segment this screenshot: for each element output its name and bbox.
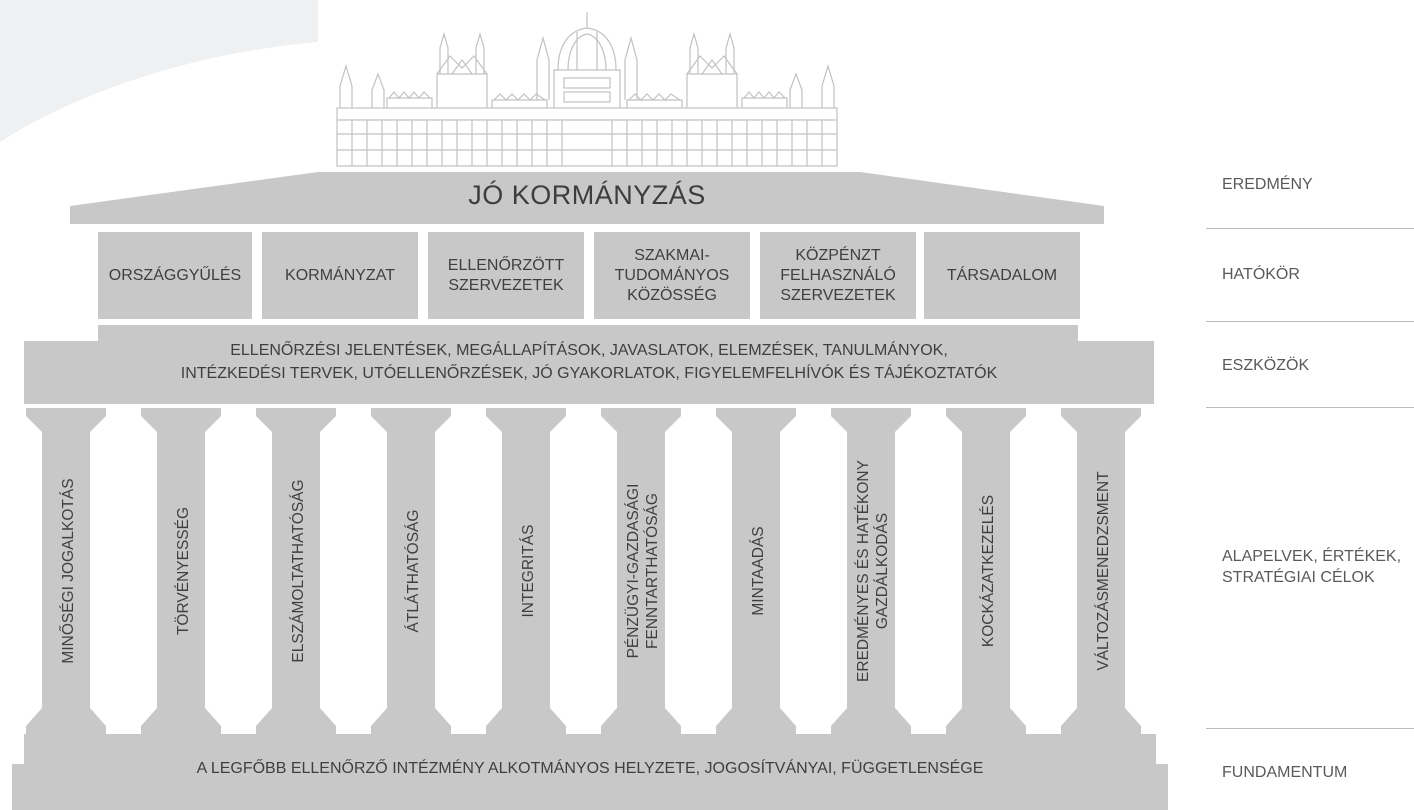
background-swoosh [0,0,318,142]
pillar-label-transparency: ÁTLÁTHATÓSÁG [404,509,422,633]
tools-band [24,325,1154,404]
pillar-label-quality-legislation: MINŐSÉGI JOGALKOTÁS [59,478,77,664]
foundation-text: A LEGFŐBB ELLENŐRZŐ INTÉZMÉNY ALKOTMÁNYO… [196,760,984,777]
pillar-shape [26,408,106,734]
parliament-building-illustration [336,12,838,167]
tools-text-line-1: ELLENŐRZÉSI JELENTÉSEK, MEGÁLLAPÍTÁSOK, … [230,342,948,359]
pillar-shape [141,408,221,734]
scope-box-scientific-community: SZAKMAI- TUDOMÁNYOS KÖZÖSSÉG [594,232,750,319]
scope-box-government: KORMÁNYZAT [262,232,418,319]
foundation-block [12,734,1168,810]
pillar-label-integrity: INTEGRITÁS [519,524,537,618]
pillar-shape [256,408,336,734]
tools-text: ELLENŐRZÉSI JELENTÉSEK, MEGÁLLAPÍTÁSOK, … [24,339,1154,385]
pillar-shape [601,408,681,734]
level-label-result: EREDMÉNY [1222,176,1313,193]
pillar-label-change-management: VÁLTOZÁSMENEDZSMENT [1094,471,1112,671]
pillar-label-accountability: ELSZÁMOLTATHATÓSÁG [289,479,307,663]
pillar-shape [946,408,1026,734]
pillar-label-risk-management: KOCKÁZATKEZELÉS [979,494,997,648]
roof-shape [70,172,1104,224]
level-label-tools: ESZKÖZÖK [1222,357,1310,374]
pillar-shape [1061,408,1141,734]
pillar-label-effective-management: EREDMÉNYES ÉS HATÉKONY GAZDÁLKODÁS [855,460,891,682]
divider-line [1206,321,1414,322]
divider-line [1206,407,1414,408]
scope-box-audited-organizations: ELLENŐRZÖTT SZERVEZETEK [428,232,584,319]
pillar-label-legality: TÖRVÉNYESSÉG [174,506,192,636]
level-label-foundation: FUNDAMENTUM [1222,764,1348,781]
pillar-shape [486,408,566,734]
level-label-scope: HATÓKÖR [1222,266,1300,283]
pillars-group [26,408,1141,734]
pillar-shape [831,408,911,734]
divider-line [1206,728,1414,729]
divider-line [1206,228,1414,229]
pillar-shape [371,408,451,734]
roof-title-good-governance: JÓ KORMÁNYZÁS [468,180,706,210]
scope-box-society: TÁRSADALOM [924,232,1080,319]
level-label-principles: ALAPELVEK, ÉRTÉKEK, STRATÉGIAI CÉLOK [1222,548,1402,586]
pillar-label-setting-example: MINTAADÁS [749,526,767,616]
tools-text-line-2: INTÉZKEDÉSI TERVEK, UTÓELLENŐRZÉSEK, JÓ … [180,365,998,382]
pillar-shape [716,408,796,734]
pillar-label-financial-sustainability: PÉNZÜGYI-GAZDASÁGI FENNTARTHATÓSÁG [625,483,661,659]
scope-box-public-fund-users: KÖZPÉNZT FELHASZNÁLÓ SZERVEZETEK [760,232,916,319]
scope-box-parliament: ORSZÁGGYŰLÉS [98,232,252,319]
